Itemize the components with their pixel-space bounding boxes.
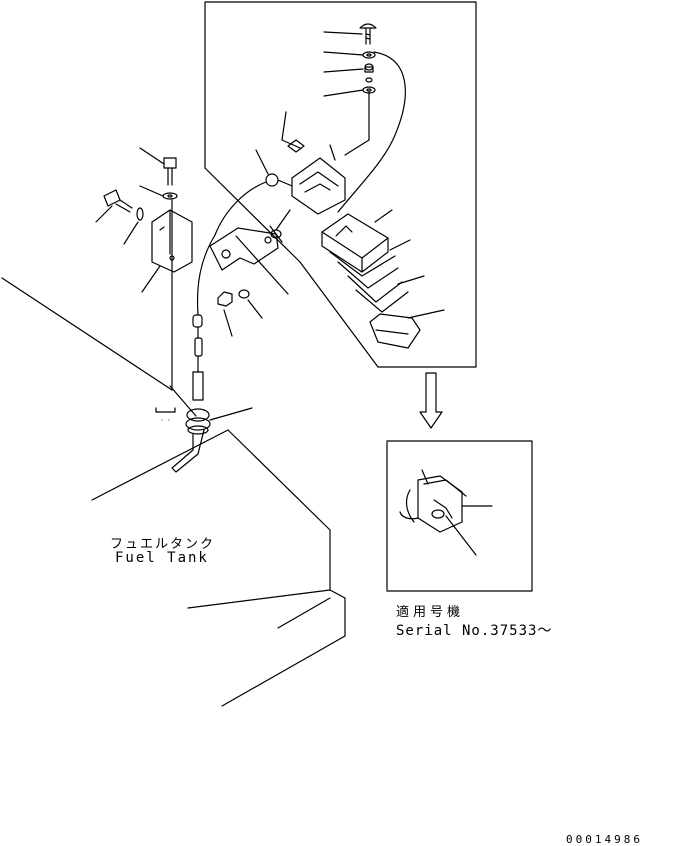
fuel-tank-label-en: Fuel Tank [115,550,209,566]
variant-frame [386,440,533,592]
washer-vertical [162,192,178,200]
figure-number: 00014986 [566,833,643,846]
lamp-lens-stack [321,213,409,313]
washer-nut [238,289,250,299]
lamp-screw [359,23,377,45]
lamp-bulb [265,173,293,187]
lamp-washer-1 [362,51,376,59]
detail-frame-leader-2 [299,261,379,368]
wire-connector [192,314,204,401]
lamp-front-cover [369,313,421,349]
fuel-tank-label-jp: フュエルタンク [110,537,216,552]
lamp-nut-2 [365,77,373,83]
washer-horizontal [136,207,144,221]
detail-frame [204,1,477,368]
lamp-nut-1 [364,63,374,73]
mount-bracket-right [209,227,279,271]
variant-lamp [399,475,467,533]
serial-label-en: Serial No.37533～ [396,623,553,639]
tank-grommet [185,408,211,435]
lamp-housing [291,157,346,215]
nut-1 [217,291,233,307]
fuel-tank: ◦ ◦ [1,277,346,707]
bolt-horizontal [103,189,133,213]
serial-label-jp: 適用号機 [396,605,465,620]
detail-frame-leader-1 [204,167,301,263]
svg-text:◦ ◦: ◦ ◦ [160,417,171,424]
bolt-vertical [163,157,177,186]
variant-arrow [419,372,443,429]
